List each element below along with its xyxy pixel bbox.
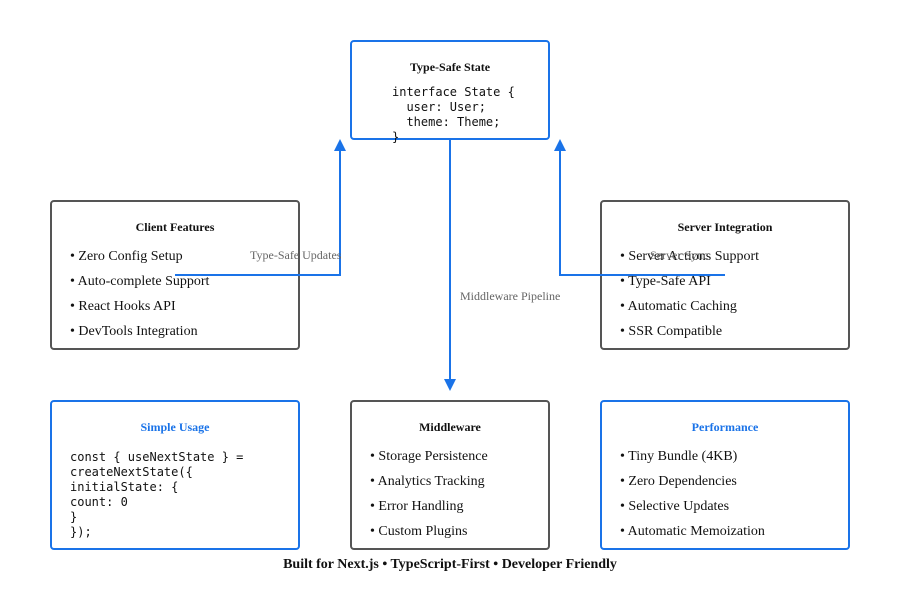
- footer-tagline: Built for Next.js • TypeScript-First • D…: [283, 557, 617, 572]
- list-item: Server Actions Support: [620, 244, 759, 269]
- list-item: DevTools Integration: [70, 319, 209, 344]
- type-safe-state-title: Type-Safe State: [409, 60, 491, 74]
- performance-box: Performance Tiny Bundle (4KB) Zero Depen…: [600, 400, 850, 550]
- client-features-list: Zero Config Setup Auto-complete Support …: [70, 244, 210, 344]
- list-item: SSR Compatible: [620, 319, 759, 344]
- list-item: Zero Dependencies: [620, 469, 765, 494]
- edge-label-server-sync: Server Sync: [650, 248, 709, 262]
- list-item: Storage Persistence: [370, 444, 487, 469]
- list-item: Automatic Memoization: [620, 519, 765, 544]
- list-item: Type-Safe API: [620, 269, 759, 294]
- list-item: Automatic Caching: [620, 294, 759, 319]
- usage-code-snippet: const { useNextState } = createNextState…: [70, 450, 244, 539]
- arrowhead-state-to-middleware: [444, 379, 456, 391]
- list-item: Zero Config Setup: [70, 244, 209, 269]
- server-integration-list: Server Actions Support Type-Safe API Aut…: [620, 244, 759, 344]
- simple-usage-title: Simple Usage: [140, 420, 210, 434]
- type-safe-state-box: Type-Safe State interface State { user: …: [350, 40, 550, 144]
- middleware-box: Middleware Storage Persistence Analytics…: [350, 400, 550, 550]
- arrowhead-client-to-state: [334, 139, 346, 151]
- simple-usage-box: Simple Usage const { useNextState } = cr…: [50, 400, 300, 550]
- connector-server-to-state: [559, 150, 725, 276]
- list-item: React Hooks API: [70, 294, 209, 319]
- list-item: Auto-complete Support: [70, 269, 210, 294]
- list-item: Tiny Bundle (4KB): [620, 444, 765, 469]
- client-features-title: Client Features: [135, 220, 215, 234]
- edge-label-middleware-pipeline: Middleware Pipeline: [460, 289, 561, 303]
- server-integration-title: Server Integration: [677, 220, 773, 234]
- connector-client-to-state: [175, 150, 341, 276]
- state-interface-code: interface State { user: User; theme: The…: [392, 85, 515, 144]
- performance-title: Performance: [691, 420, 759, 434]
- edge-label-type-safe-updates: Type-Safe Updates: [250, 248, 342, 262]
- list-item: Error Handling: [370, 494, 488, 519]
- performance-list: Tiny Bundle (4KB) Zero Dependencies Sele…: [620, 444, 765, 544]
- list-item: Analytics Tracking: [370, 469, 488, 494]
- list-item: Custom Plugins: [370, 519, 488, 544]
- middleware-list: Storage Persistence Analytics Tracking E…: [370, 444, 488, 544]
- list-item: Selective Updates: [620, 494, 765, 519]
- middleware-title: Middleware: [419, 420, 481, 434]
- arrowhead-server-to-state: [554, 139, 566, 151]
